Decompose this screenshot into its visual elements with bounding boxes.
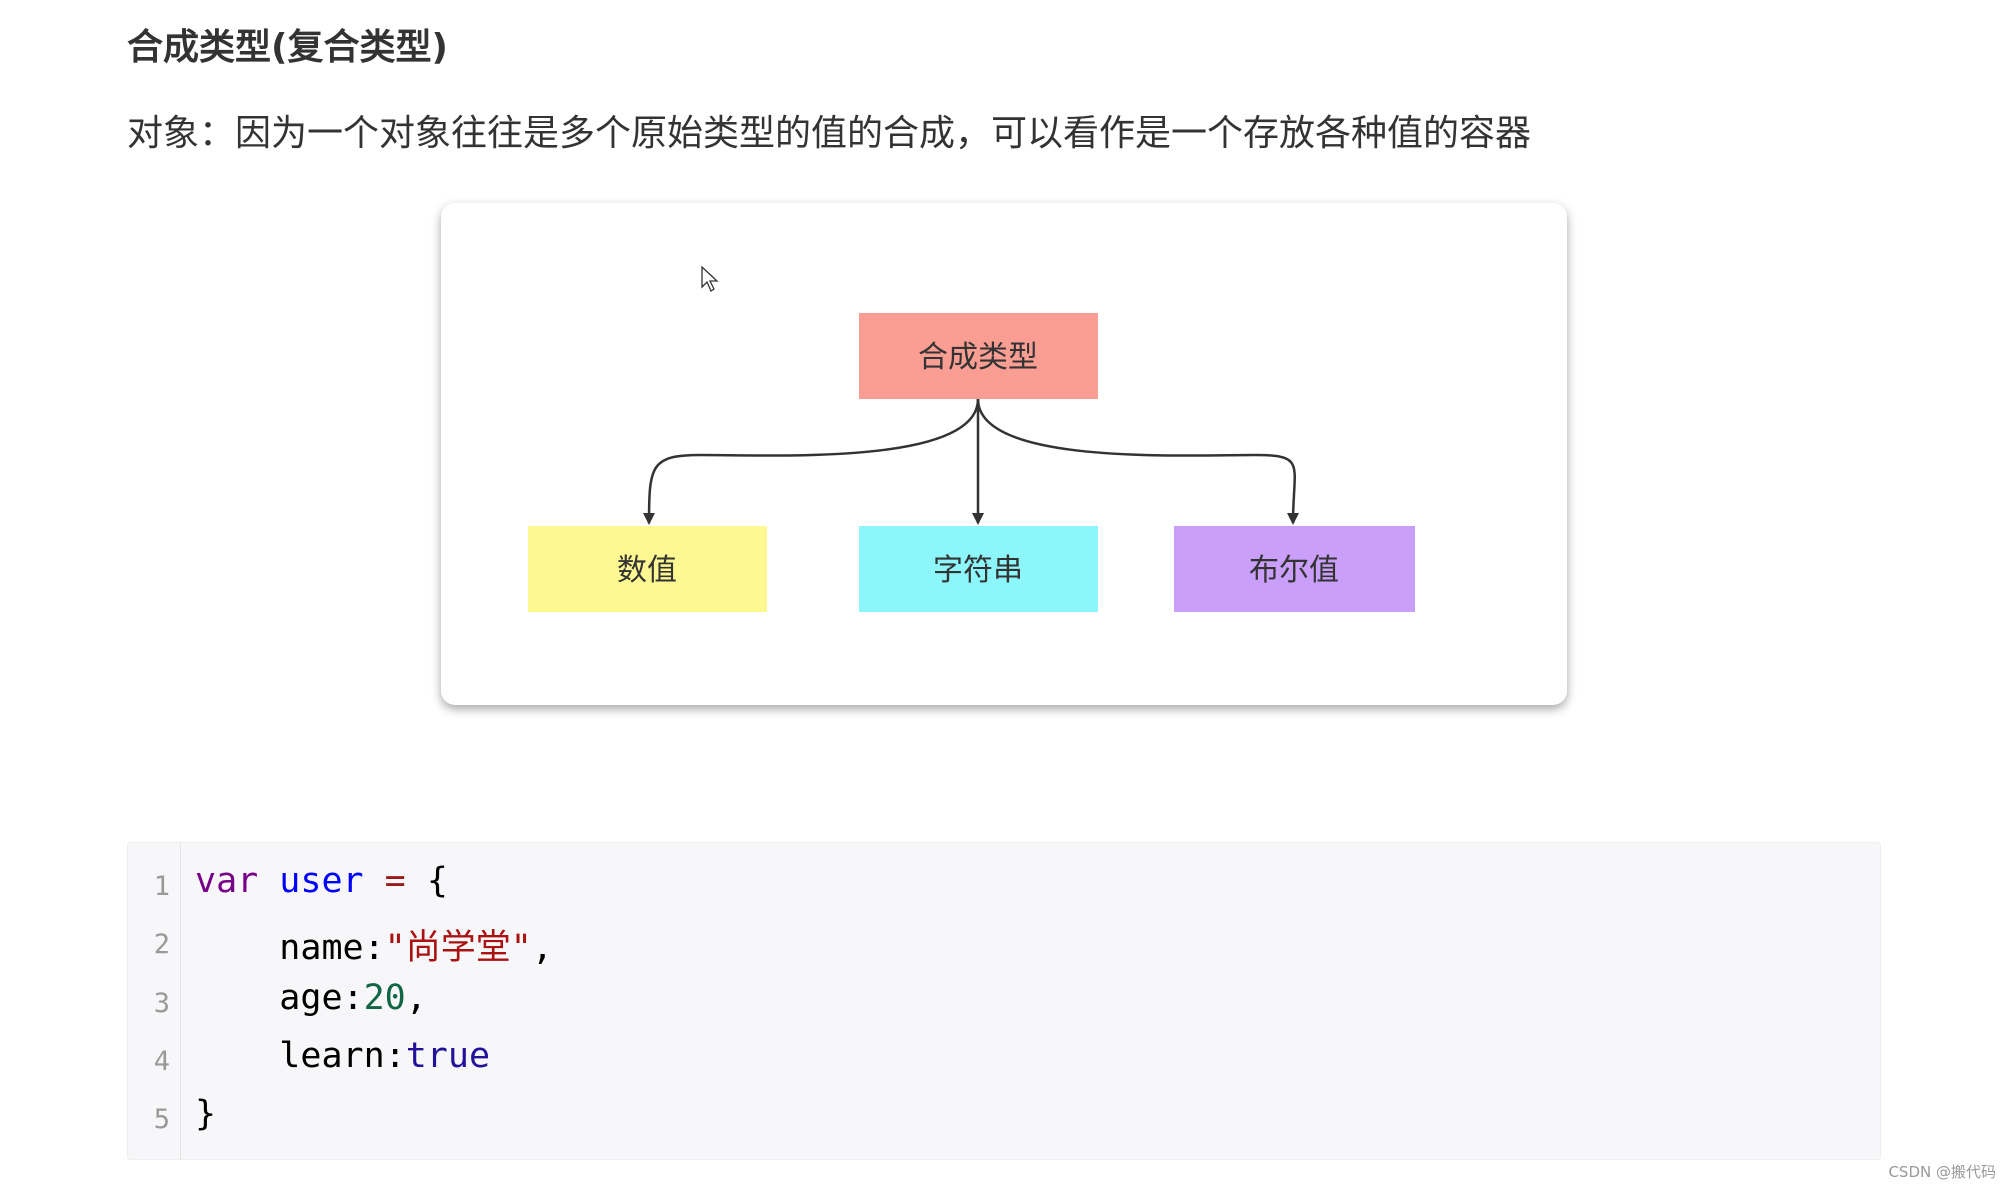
code-token-variable: user [279, 861, 364, 901]
code-token-property: age [279, 978, 343, 1018]
line-number: 1 [153, 871, 170, 902]
node-number [528, 526, 767, 612]
edge-to-number [643, 398, 980, 525]
watermark: CSDN @搬代码 [1888, 1163, 1996, 1181]
code-token-property: name [279, 928, 364, 968]
code-token-keyword: var [195, 861, 259, 901]
node-composite-type [859, 313, 1098, 399]
code-token-comma: , [405, 978, 427, 1018]
node-boolean [1174, 526, 1415, 612]
code-token-colon: : [384, 1036, 406, 1076]
section-heading: 合成类型(复合类型) [127, 27, 448, 68]
node-boolean-label: 布尔值 [1249, 553, 1339, 588]
code-token-string: "尚学堂" [384, 928, 532, 968]
line-number: 3 [153, 988, 170, 1019]
object-description: 对象：因为一个对象往往是多个原始类型的值的合成，可以看作是一个存放各种值的容器 [127, 113, 1532, 154]
code-token-comma: , [531, 928, 553, 968]
code-block: 1 2 3 4 5 var user = { name:"尚学堂", age:2… [127, 842, 1881, 1160]
code-token-brace: } [195, 1094, 217, 1134]
composite-type-diagram: 合成类型 数值 字符串 布尔值 [441, 203, 1567, 705]
diagram-canvas: 合成类型 数值 字符串 布尔值 [528, 265, 1415, 612]
node-string [859, 526, 1098, 612]
code-line: age:20, [195, 978, 427, 1018]
line-number-gutter: 1 2 3 4 5 [128, 843, 181, 1159]
edge-to-boolean [976, 398, 1300, 525]
code-line: var user = { [195, 861, 448, 901]
code-line: } [195, 1094, 216, 1134]
code-token-number: 20 [363, 978, 406, 1018]
code-token-boolean: true [405, 1036, 491, 1076]
line-number: 4 [153, 1046, 170, 1077]
code-token-operator: = [384, 861, 406, 901]
code-line: learn:true [195, 1036, 490, 1076]
code-line: name:"尚学堂", [195, 919, 553, 970]
line-number: 2 [153, 929, 170, 960]
node-string-label: 字符串 [933, 553, 1023, 588]
code-token-colon: : [363, 928, 385, 968]
code-token-brace: { [426, 861, 448, 901]
code-token-colon: : [342, 978, 364, 1018]
code-token-property: learn [279, 1036, 385, 1076]
line-number: 5 [153, 1104, 170, 1135]
node-number-label: 数值 [617, 553, 677, 588]
cursor-icon [701, 265, 719, 292]
node-composite-type-label: 合成类型 [918, 340, 1038, 375]
